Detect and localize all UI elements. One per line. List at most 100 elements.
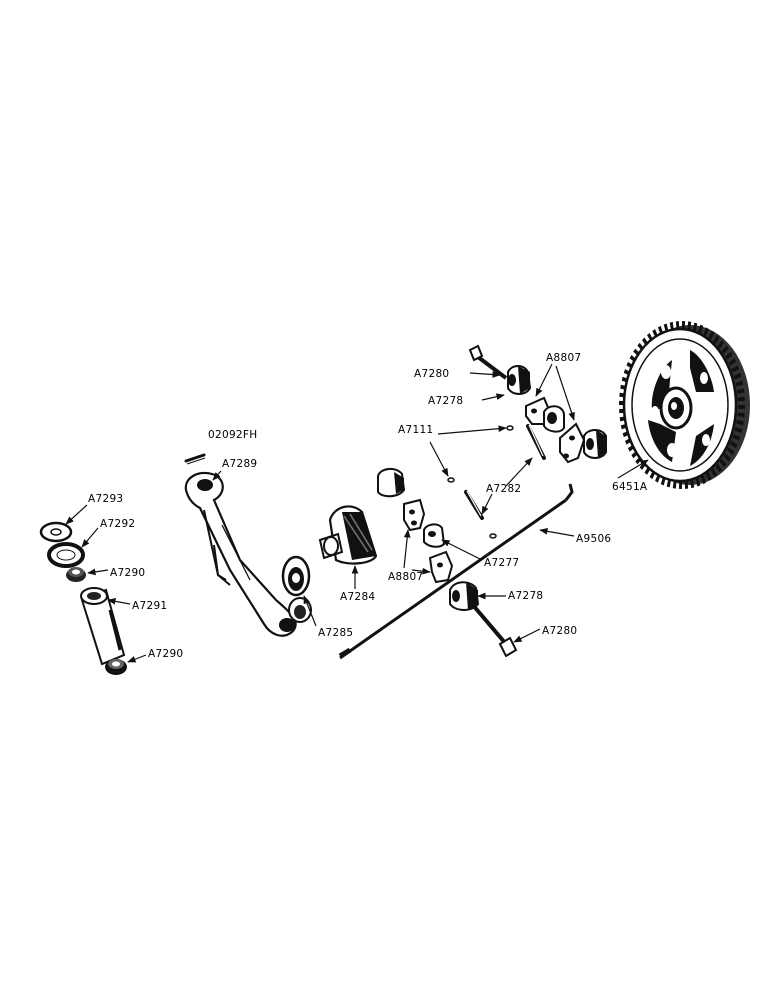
gear-tooth [698, 324, 704, 334]
label-a7277: A7277 [484, 557, 519, 569]
gear-tooth [730, 440, 738, 449]
gear-tooth [736, 388, 745, 394]
gear-tooth [717, 340, 725, 349]
leader-a7292 [81, 527, 99, 548]
nut-a7278-lower [449, 581, 480, 611]
gear-tooth [719, 458, 727, 468]
weight-arm-a8807-left [403, 498, 426, 532]
gear-tooth [695, 477, 701, 487]
leader-lines [65, 363, 649, 663]
leader-a7278-top [481, 393, 505, 401]
gear-tooth [728, 358, 737, 366]
label-6451a: 6451A [612, 481, 648, 493]
weight-arm-a8807-lower [428, 550, 454, 584]
leader-a7293 [65, 504, 88, 525]
leader-a7277 [441, 539, 483, 561]
label-a7293: A7293 [88, 493, 123, 505]
gear-tooth [734, 427, 743, 434]
leader-a7290-top [87, 568, 109, 576]
weight-block-upper [377, 468, 406, 498]
gear-tooth [682, 321, 686, 330]
gear-tooth [710, 468, 718, 478]
label-a7292: A7292 [100, 518, 135, 530]
leader-a7282-2 [481, 493, 493, 515]
label-a7284: A7284 [340, 591, 375, 603]
leader-a8807-top-2 [555, 365, 575, 421]
label-a9506: A9506 [576, 533, 611, 545]
gear-tooth [690, 479, 695, 489]
cotter-pin-02092fh [184, 453, 206, 465]
weight-block-middle [423, 523, 446, 548]
washer-a7293 [39, 521, 73, 543]
leader-a7280-lower [513, 628, 541, 643]
leader-a8807-lower-1 [403, 529, 411, 569]
gear-tooth [713, 335, 720, 344]
leader-6451a [617, 459, 649, 479]
gear-tooth [736, 419, 744, 426]
label-a7278-lower: A7278 [508, 590, 543, 602]
bushing-a7290-top [66, 567, 86, 582]
leader-a8807-lower-2 [411, 567, 431, 575]
gear-tooth [678, 480, 682, 489]
label-a7291: A7291 [132, 600, 167, 612]
gear-tooth [723, 453, 731, 462]
leader-a7289 [212, 470, 222, 481]
bushing-a7290-bottom [105, 659, 127, 675]
gear-tooth [735, 380, 744, 387]
gear-tooth [715, 463, 722, 473]
leader-a7111-2 [429, 441, 449, 477]
label-a7111: A7111 [398, 424, 433, 436]
label-a7280-lower: A7280 [542, 625, 577, 637]
leader-a8807-top-1 [535, 363, 553, 397]
gear-tooth [725, 351, 733, 360]
small-pins-a7111 [447, 425, 514, 539]
leader-a7111-1 [437, 425, 507, 435]
pin-a7282-lower [464, 490, 484, 520]
label-a8807-lower: A8807 [388, 571, 423, 583]
washer-a7292 [47, 542, 85, 568]
gear-tooth [737, 412, 745, 418]
gear-tooth [672, 480, 677, 489]
leader-a9506 [539, 528, 575, 537]
gear-tooth [708, 330, 715, 340]
label-a7278-top: A7278 [428, 395, 463, 407]
nut-a7278-upper [507, 365, 532, 395]
gear-tooth [675, 321, 680, 330]
governor-cone-a7284 [318, 505, 378, 565]
label-a7289: A7289 [222, 458, 257, 470]
rod-a9506 [338, 483, 574, 660]
label-a7282: A7282 [486, 483, 521, 495]
gear-tooth [684, 480, 689, 489]
label-a7285: A7285 [318, 627, 353, 639]
weight-block-right-1 [543, 405, 565, 433]
gear-tooth [700, 475, 707, 485]
gear-6451a [619, 321, 750, 489]
label-a7290-top: A7290 [110, 567, 145, 579]
weight-block-right-2 [583, 429, 607, 459]
gear-tooth [737, 396, 745, 402]
leader-a7282-1 [505, 457, 533, 487]
label-a7290-bottom: A7290 [148, 648, 183, 660]
gear-tooth [692, 322, 698, 332]
lever-a7289 [184, 471, 297, 637]
part-labels: 02092FH A7289 A7293 A7292 A7290 A7291 A7… [88, 352, 648, 660]
label-02092fh: 02092FH [208, 429, 257, 441]
gear-tooth [733, 372, 742, 380]
weight-arm-a8807-right-2 [559, 422, 586, 464]
gear-tooth [737, 405, 745, 410]
leader-a7291 [107, 598, 131, 605]
gear-tooth [705, 472, 712, 481]
leader-a7290-bottom [127, 654, 147, 663]
label-a8807-top: A8807 [546, 352, 581, 364]
gear-tooth [721, 345, 729, 354]
gear-tooth [703, 327, 709, 337]
gear-tooth [726, 447, 735, 456]
gear-tooth [732, 434, 741, 441]
bolt-a7280-lower [470, 602, 518, 658]
gear-tooth [687, 321, 692, 330]
gear-tooth [731, 365, 739, 373]
leader-a7280-top [469, 371, 501, 378]
leader-a7285 [303, 595, 317, 627]
